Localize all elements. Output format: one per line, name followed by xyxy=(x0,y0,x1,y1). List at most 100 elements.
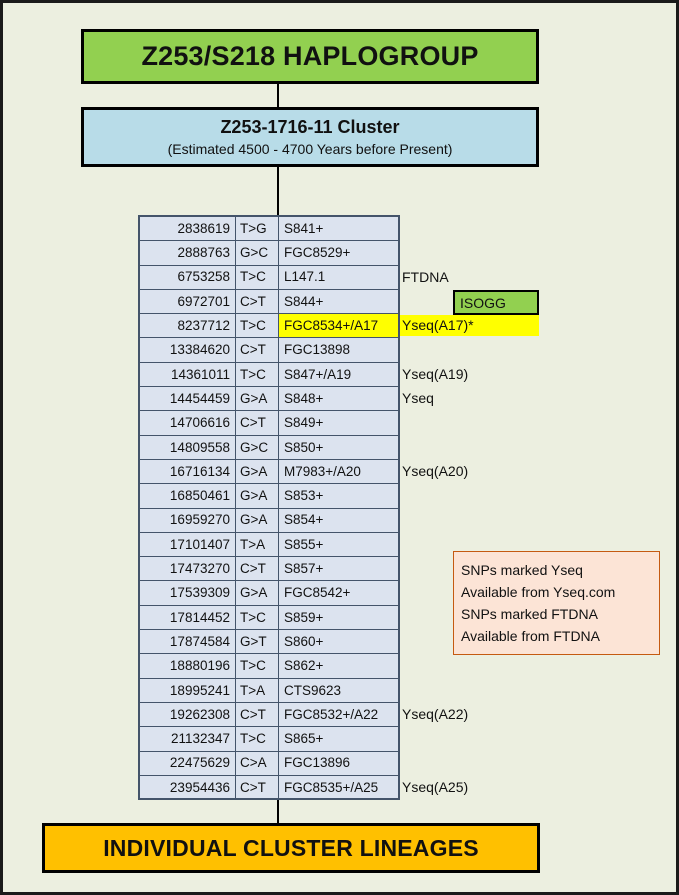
cell-mutation: T>C xyxy=(235,264,279,290)
source-label: FTDNA xyxy=(402,268,449,285)
cell-mutation: T>C xyxy=(235,604,279,631)
cell-mutation: G>A xyxy=(235,386,279,412)
cell-snp_name: S849+ xyxy=(278,410,400,436)
cell-position: 17101407 xyxy=(139,531,236,558)
lineage-footer-box: INDIVIDUAL CLUSTER LINEAGES xyxy=(42,823,540,873)
cell-position: 19262308 xyxy=(139,701,236,728)
cell-snp_name: S841+ xyxy=(278,215,400,242)
cell-position: 22475629 xyxy=(139,750,236,776)
cell-mutation: C>A xyxy=(235,750,279,776)
cell-mutation: T>C xyxy=(235,726,279,752)
cell-snp_name: FGC13896 xyxy=(278,750,400,776)
cell-position: 14454459 xyxy=(139,386,236,412)
cell-mutation: G>A xyxy=(235,458,279,485)
cell-mutation: T>C xyxy=(235,313,279,339)
connector-haplogroup-to-cluster xyxy=(277,84,279,107)
cell-snp_name: S844+ xyxy=(278,288,400,315)
cell-mutation: G>T xyxy=(235,629,279,655)
cell-snp_name: CTS9623 xyxy=(278,677,400,703)
cell-position: 14706616 xyxy=(139,410,236,436)
cell-snp_name: S859+ xyxy=(278,604,400,631)
source-label: Yseq(A22) xyxy=(402,706,469,723)
cluster-title: Z253-1716-11 Cluster xyxy=(220,116,400,137)
cell-position: 17874584 xyxy=(139,629,236,655)
source-label: Yseq(A19) xyxy=(402,365,469,382)
cell-snp_name: FGC8535+/A25 xyxy=(278,774,400,801)
cell-mutation: C>T xyxy=(235,556,279,582)
cell-snp_name: S854+ xyxy=(278,507,400,533)
cell-position: 18880196 xyxy=(139,653,236,679)
cell-mutation: G>A xyxy=(235,580,279,606)
cell-mutation: T>A xyxy=(235,677,279,703)
haplogroup-header-box: Z253/S218 HAPLOGROUP xyxy=(81,29,539,84)
cell-mutation: G>C xyxy=(235,240,279,266)
cell-snp_name: S848+ xyxy=(278,386,400,412)
cell-mutation: C>T xyxy=(235,288,279,315)
lineage-title: INDIVIDUAL CLUSTER LINEAGES xyxy=(103,834,479,861)
cell-snp_name: FGC8534+/A17 xyxy=(278,313,400,339)
legend-line: SNPs marked Yseq xyxy=(461,562,583,578)
cell-position: 2888763 xyxy=(139,240,236,266)
cell-position: 6972701 xyxy=(139,288,236,315)
cell-position: 2838619 xyxy=(139,215,236,242)
cell-snp_name: S862+ xyxy=(278,653,400,679)
cell-snp_name: FGC8532+/A22 xyxy=(278,701,400,728)
cell-snp_name: S855+ xyxy=(278,531,400,558)
cell-position: 17539309 xyxy=(139,580,236,606)
cell-snp_name: S865+ xyxy=(278,726,400,752)
cell-snp_name: M7983+/A20 xyxy=(278,458,400,485)
cell-mutation: T>A xyxy=(235,531,279,558)
isogg-badge-label: ISOGG xyxy=(460,294,506,311)
cell-mutation: C>T xyxy=(235,410,279,436)
cell-position: 14361011 xyxy=(139,361,236,388)
cell-snp_name: L147.1 xyxy=(278,264,400,290)
cell-position: 16959270 xyxy=(139,507,236,533)
cell-snp_name: FGC13898 xyxy=(278,337,400,363)
cell-snp_name: S850+ xyxy=(278,434,400,460)
isogg-badge: ISOGG xyxy=(453,290,539,315)
cell-snp_name: FGC8529+ xyxy=(278,240,400,266)
cell-position: 16716134 xyxy=(139,458,236,485)
cell-position: 17814452 xyxy=(139,604,236,631)
cell-position: 16850461 xyxy=(139,483,236,509)
source-label: Yseq(A17)* xyxy=(400,315,539,337)
cell-snp_name: S853+ xyxy=(278,483,400,509)
legend-line: SNPs marked FTDNA xyxy=(461,606,598,622)
source-label: Yseq(A20) xyxy=(402,463,469,480)
cell-position: 17473270 xyxy=(139,556,236,582)
cell-mutation: T>C xyxy=(235,361,279,388)
cell-position: 14809558 xyxy=(139,434,236,460)
cell-position: 8237712 xyxy=(139,313,236,339)
legend-line: Available from Yseq.com xyxy=(461,584,616,600)
cell-position: 18995241 xyxy=(139,677,236,703)
cell-snp_name: S847+/A19 xyxy=(278,361,400,388)
cell-mutation: G>C xyxy=(235,434,279,460)
cell-mutation: G>A xyxy=(235,483,279,509)
cluster-subtitle: (Estimated 4500 - 4700 Years before Pres… xyxy=(167,141,453,158)
